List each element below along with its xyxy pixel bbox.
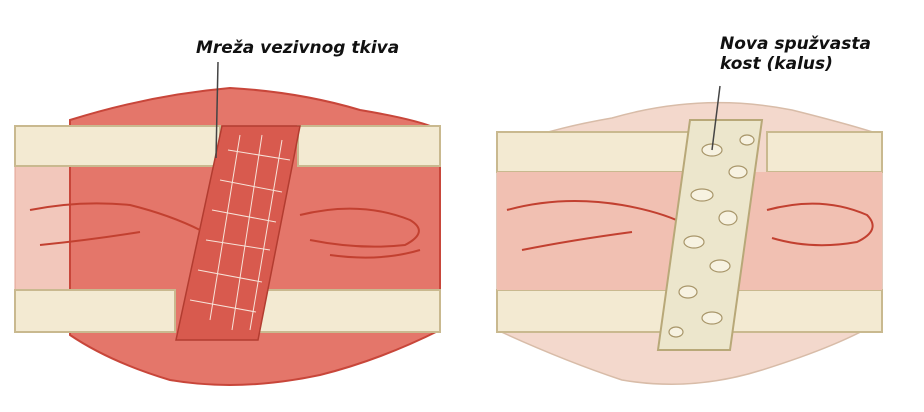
upper-bone-left-fragment bbox=[497, 132, 697, 172]
stage-fibrous-network-panel bbox=[0, 0, 462, 412]
upper-bone-right-fragment bbox=[298, 126, 440, 166]
lower-bone-left-fragment bbox=[497, 290, 667, 332]
lower-bone-left-fragment bbox=[15, 290, 175, 332]
lower-bone-right-fragment bbox=[727, 290, 882, 332]
hematoma-fibrous-network-illustration bbox=[0, 0, 462, 412]
upper-bone-right-fragment bbox=[767, 132, 882, 172]
fibrous-network-label: Mreža vezivnog tkiva bbox=[196, 38, 399, 58]
callus-label: Nova spužvasta kost (kalus) bbox=[720, 34, 871, 74]
upper-bone-left-fragment bbox=[15, 126, 220, 166]
lower-bone-right-fragment bbox=[252, 290, 440, 332]
